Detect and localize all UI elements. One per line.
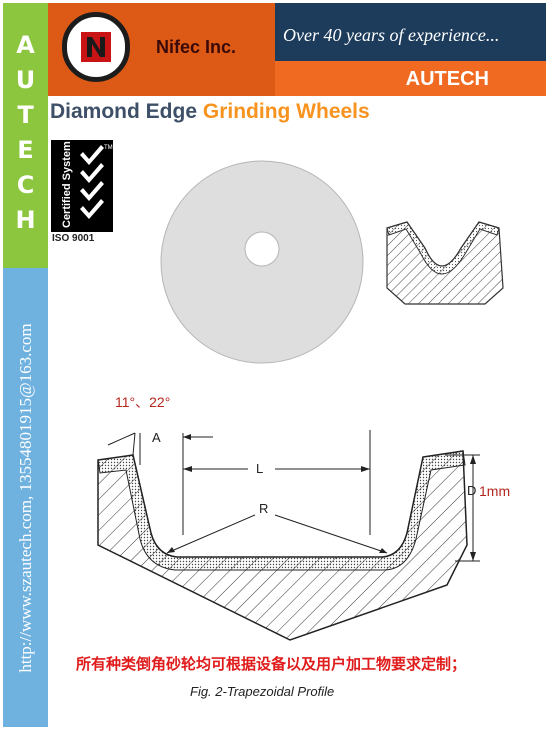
iso-label: ISO 9001 xyxy=(52,233,95,244)
dimension-d-label: D xyxy=(467,483,477,498)
depth-note: 1mm xyxy=(479,483,511,499)
sidebar-letter-u: U xyxy=(15,66,36,94)
check-icon xyxy=(80,181,104,201)
sidebar-contact: http://www.szautech.com, 13554801915@163… xyxy=(3,268,48,727)
grinding-wheel-disc xyxy=(160,160,365,370)
sidebar-letter-e: E xyxy=(17,136,34,164)
dimension-r-label: R xyxy=(259,501,269,516)
figure-caption: Fig. 2-Trapezoidal Profile xyxy=(190,684,335,699)
check-icon xyxy=(80,199,104,219)
badge-text: Certified System xyxy=(61,141,73,228)
brand-name: AUTECH xyxy=(405,68,489,90)
trapezoidal-profile-diagram xyxy=(95,425,495,650)
check-icon xyxy=(80,145,104,165)
page-title: Diamond Edge Grinding Wheels xyxy=(50,100,370,124)
customization-note: 所有种类倒角砂轮均可根据设备以及用户加工物要求定制； xyxy=(76,656,467,673)
company-name: Nifec Inc. xyxy=(156,37,237,57)
certified-system-badge: Certified System TM xyxy=(51,140,121,248)
sidebar-letter-c: C xyxy=(16,171,35,199)
sidebar-letters: A U T E C H xyxy=(3,3,48,268)
slogan-text: Over 40 years of experience... xyxy=(283,25,500,45)
sidebar-letter-t: T xyxy=(17,101,34,129)
n-logo-icon xyxy=(81,32,111,62)
company-logo xyxy=(62,12,130,82)
sidebar-letter-a: A xyxy=(16,31,35,59)
logo-area: Nifec Inc. xyxy=(48,3,275,96)
title-part1: Diamond Edge xyxy=(50,100,198,123)
sidebar-letter-h: H xyxy=(15,206,36,234)
contact-text: http://www.szautech.com, 13554801915@163… xyxy=(15,322,35,673)
slogan-area: Over 40 years of experience... xyxy=(275,3,546,61)
title-part2: Grinding Wheels xyxy=(202,100,370,123)
dimension-a-label: A xyxy=(152,430,161,445)
wheel-cross-section-small xyxy=(385,218,505,323)
dimension-l-label: L xyxy=(256,461,264,476)
header-banner: Nifec Inc. Over 40 years of experience..… xyxy=(48,3,546,96)
brand-area: AUTECH xyxy=(275,61,546,96)
angle-annotation: 11°、22° xyxy=(115,394,171,410)
badge-mark: TM xyxy=(104,145,113,151)
check-icon xyxy=(80,163,104,183)
